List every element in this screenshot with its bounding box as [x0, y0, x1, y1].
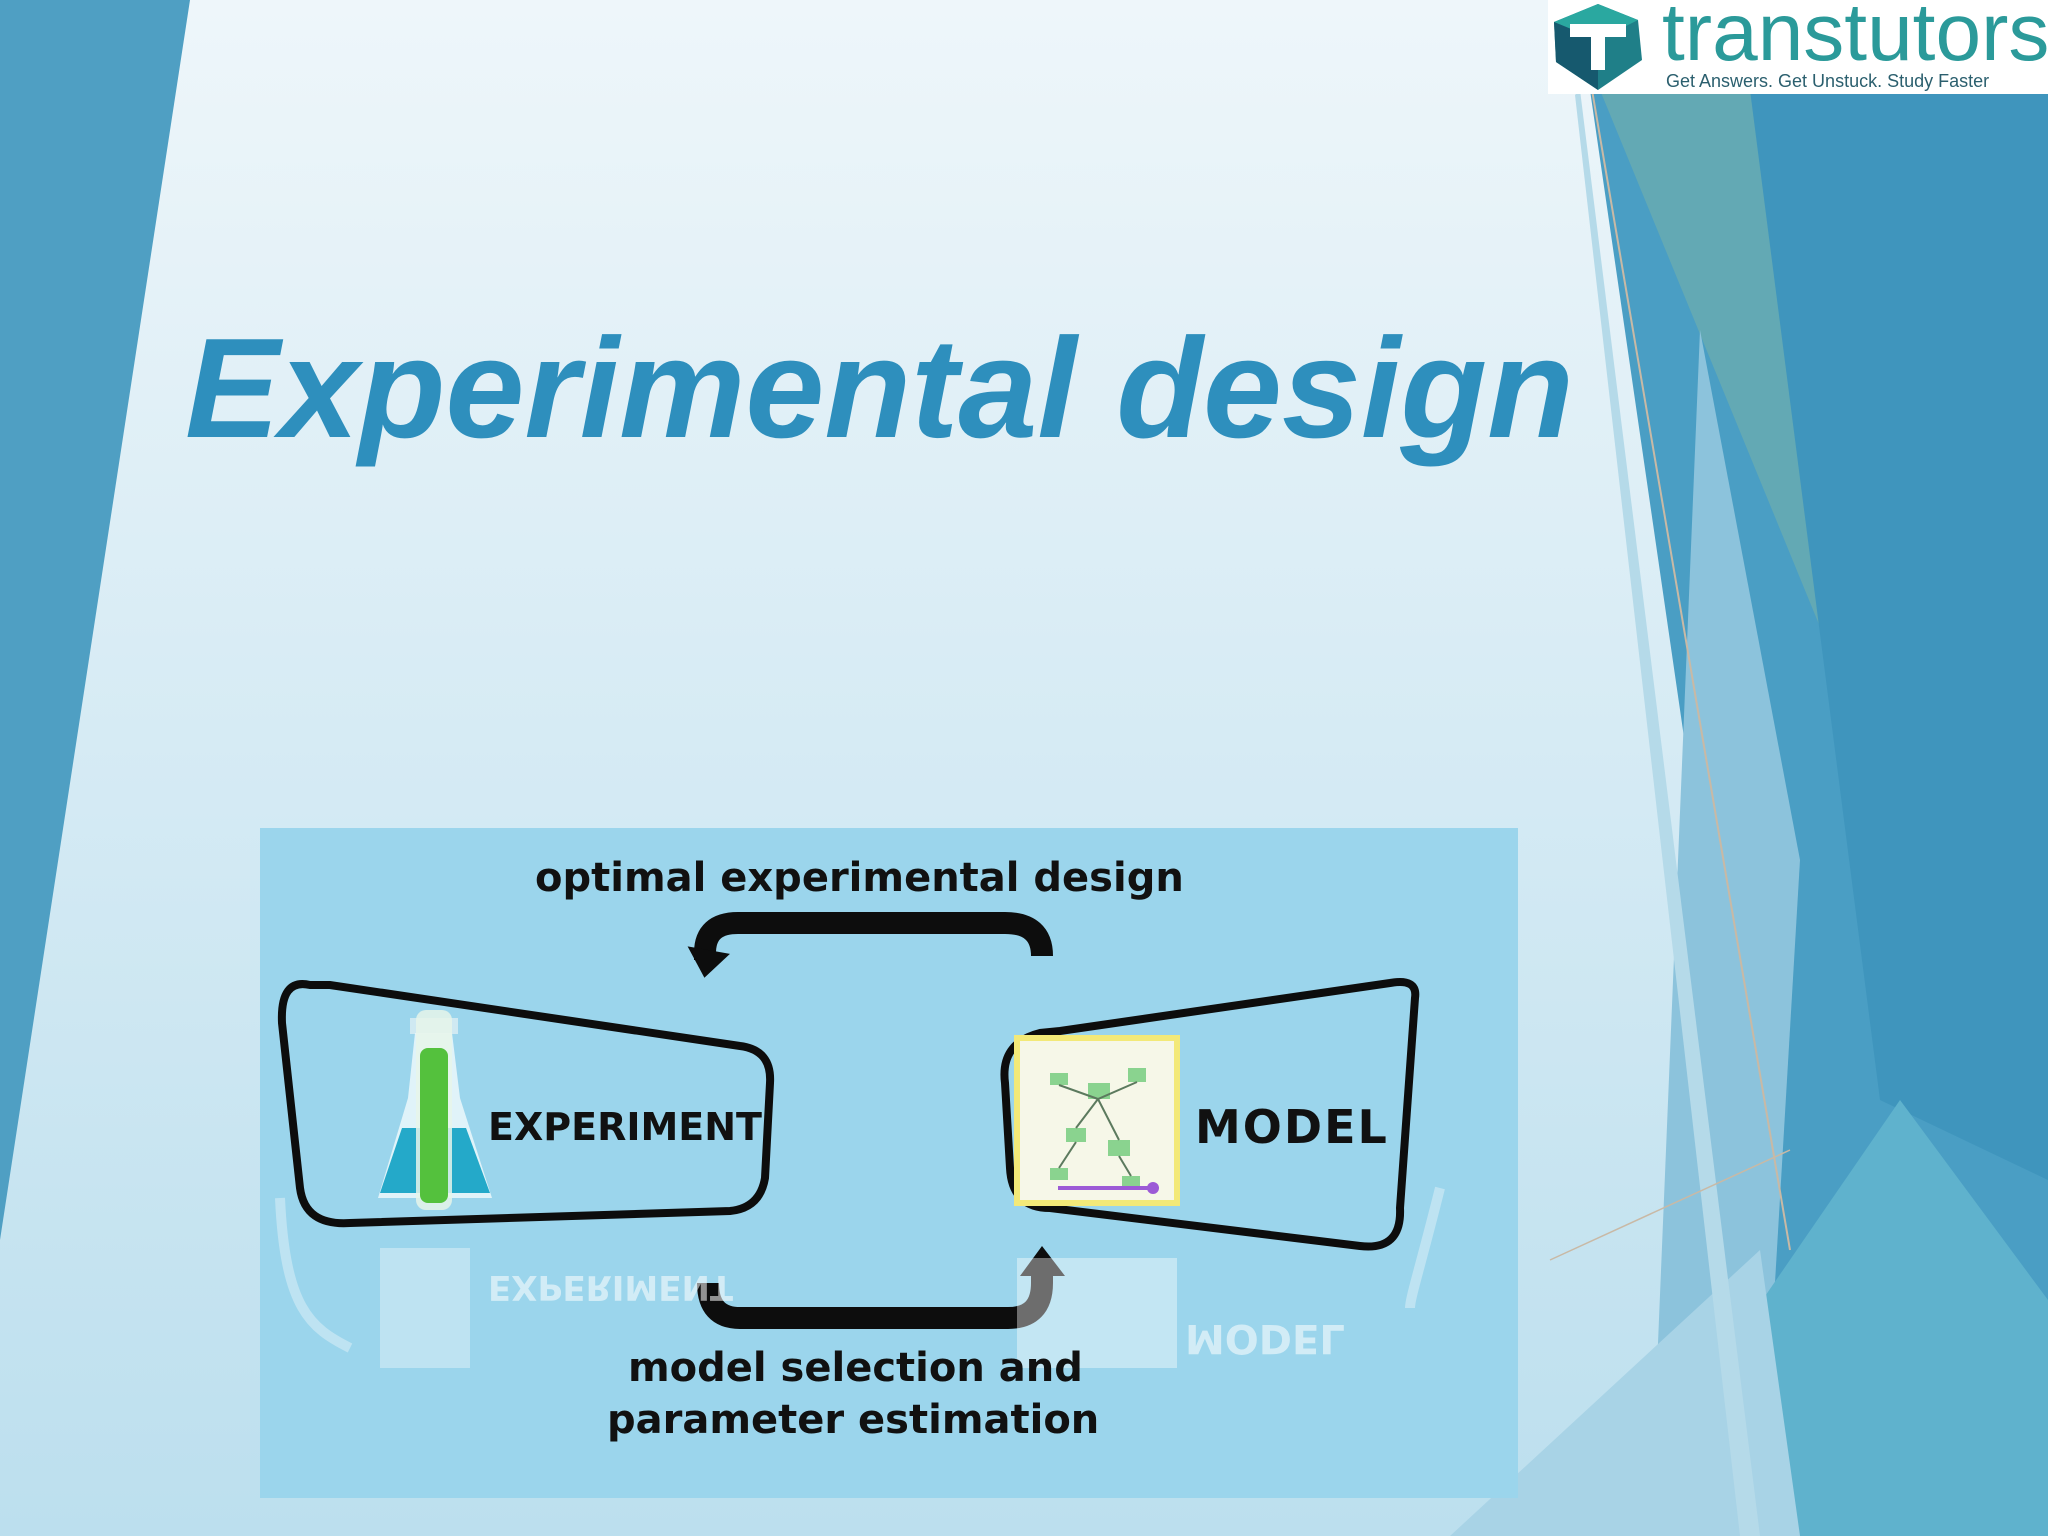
model-reflection [1017, 1258, 1177, 1368]
experimental-design-diagram: optimal experimental design EXPERIMENT M… [260, 828, 1518, 1498]
model-reflection-label: MODEL [1185, 1315, 1345, 1361]
optimal-design-label: optimal experimental design [535, 855, 1184, 901]
logo-wordmark: transtutors [1662, 0, 2048, 78]
logo-tagline: Get Answers. Get Unstuck. Study Faster [1666, 71, 1990, 91]
top-arrowhead [687, 946, 730, 978]
model-label: MODEL [1195, 1100, 1389, 1154]
model-selection-label: model selection and [628, 1345, 1083, 1391]
diagram-graphics [275, 912, 1445, 1368]
experiment-box [277, 980, 775, 1228]
transtutors-shield-icon [1554, 4, 1642, 90]
experiment-label: EXPERIMENT [488, 1105, 762, 1149]
reflection-group [275, 1186, 1445, 1353]
slide-title: Experimental design [185, 309, 1574, 468]
bottom-arrowhead [1020, 1246, 1065, 1276]
transtutors-logo[interactable]: transtutors Get Answers. Get Unstuck. St… [1548, 0, 2048, 94]
experiment-reflection-label: EXPERIMENT [488, 1267, 734, 1307]
top-feedback-arrow [694, 912, 1053, 960]
parameter-estimation-label: parameter estimation [607, 1397, 1100, 1443]
test-tube-icon [416, 1010, 452, 1210]
model-network-icon [1014, 1035, 1180, 1206]
bottom-feedback-arrow [697, 1273, 1053, 1329]
model-box [1000, 978, 1420, 1251]
flask-reflection [380, 1248, 470, 1368]
